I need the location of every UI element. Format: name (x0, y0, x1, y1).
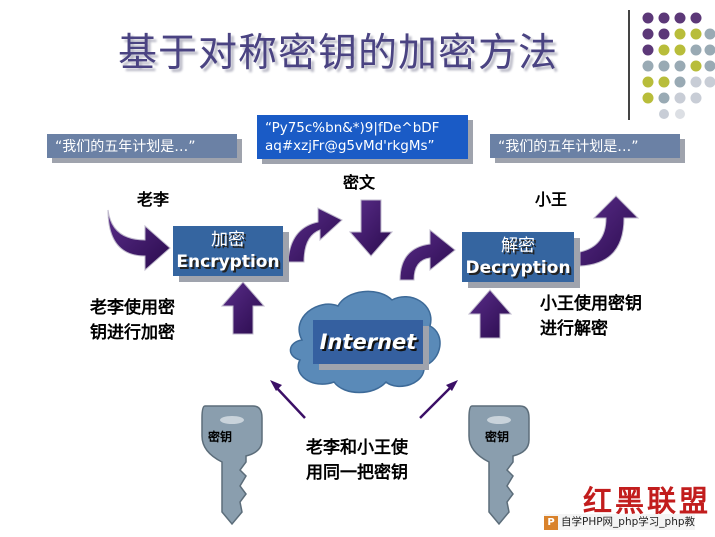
plaintext-right-text: “我们的五年计划是…” (498, 139, 639, 155)
arrow-out-decryption (579, 195, 640, 267)
shared-key-line-2: 用同一把密钥 (306, 463, 408, 483)
php-logo-icon: P (544, 516, 558, 530)
ciphertext-box: “Py75c%bn&*)9|fDe^bDF aq#xzjFr@g5vMd'rkg… (257, 115, 468, 159)
plaintext-left-text: “我们的五年计划是…” (55, 139, 196, 155)
internet-label: Internet (319, 330, 417, 354)
key-label-left: 密钥 (208, 430, 233, 444)
receiver-action-text: 小王使用密钥 进行解密 (540, 292, 642, 342)
arrow-into-encryption (107, 209, 171, 272)
title-divider-line (628, 10, 630, 120)
plaintext-box-left: “我们的五年计划是…” (47, 134, 237, 158)
ciphertext-line-1: “Py75c%bn&*)9|fDe^bDF (265, 120, 440, 136)
receiver-action-line-1: 小王使用密钥 (540, 294, 642, 314)
sender-name: 老李 (137, 190, 170, 209)
sender-action-line-1: 老李使用密 (90, 298, 175, 318)
decorative-dot-grid (642, 12, 715, 119)
ciphertext-line-2: aq#xzjFr@g5vMd'rkgMs” (265, 138, 435, 154)
plaintext-box-right: “我们的五年计划是…” (490, 134, 680, 158)
shared-key-text: 老李和小王使 用同一把密钥 (306, 436, 408, 486)
sender-action-text: 老李使用密 钥进行加密 (90, 296, 175, 346)
arrow-cipher-down (348, 199, 394, 257)
encryption-zh-label: 加密 (211, 230, 245, 250)
page-title: 基于对称密钥的加密方法 (118, 31, 559, 76)
encryption-box: 加密 Encryption (173, 226, 283, 276)
footer-text: 自学PHP网_php学习_php教 (561, 516, 696, 528)
receiver-name: 小王 (535, 190, 568, 209)
sender-action-line-2: 钥进行加密 (90, 323, 175, 343)
arrow-out-encryption (287, 207, 343, 263)
ciphertext-label: 密文 (343, 173, 376, 192)
shared-key-line-1: 老李和小王使 (306, 438, 408, 458)
receiver-action-line-2: 进行解密 (540, 319, 608, 339)
arrow-into-decryption (399, 228, 456, 281)
decryption-box: 解密 Decryption (462, 232, 574, 282)
arrow-key-to-decryption (467, 289, 513, 339)
internet-box: Internet (313, 320, 423, 364)
encryption-en-label: Encryption (176, 252, 280, 272)
decryption-en-label: Decryption (465, 258, 571, 278)
arrow-key-to-encryption (220, 281, 266, 335)
key-right-shape (468, 405, 530, 526)
key-label-right: 密钥 (485, 430, 510, 444)
key-left-shape (201, 405, 263, 526)
decryption-zh-label: 解密 (501, 236, 535, 256)
brand-watermark: 红黑联盟 (583, 484, 712, 518)
